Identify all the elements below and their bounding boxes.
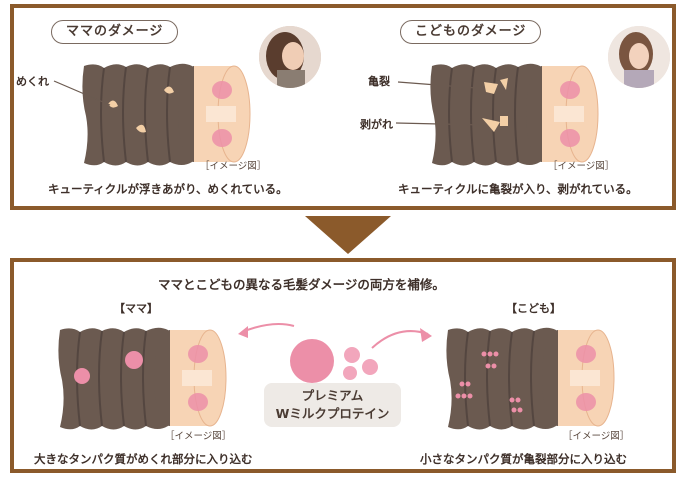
child-photo (608, 26, 670, 88)
mama-repair-image-note: ［イメージ図］ (165, 431, 232, 442)
hair-shaft (430, 63, 540, 166)
mama-photo (259, 26, 321, 88)
child-damage-caption: キューティクルに亀裂が入り、剥がれている。 (398, 182, 638, 196)
crack (484, 82, 498, 94)
mama-repair-diagram (58, 327, 227, 430)
mama-portrait-icon (259, 26, 321, 88)
hair-shaft (446, 327, 556, 430)
child-damage-title: こどものダメージ (400, 20, 542, 44)
protein-line1: プレミアム (301, 388, 364, 403)
large-protein-dot (74, 368, 90, 384)
crack-callout: 亀裂 (368, 75, 390, 88)
peel-callout: 剥がれ (360, 118, 393, 131)
down-arrow-icon (305, 216, 391, 254)
small-protein-dots (455, 351, 523, 413)
child-portrait-icon (608, 26, 670, 88)
repair-headline: ママとこどもの異なる毛髪ダメージの両方を補修。 (158, 277, 445, 292)
crack (500, 78, 508, 90)
callout-line (397, 81, 477, 89)
protein-spheres-icon (290, 339, 378, 383)
child-hair-diagram (430, 63, 599, 166)
child-repair-image-note: ［イメージ図］ (563, 431, 630, 442)
callout-line (53, 80, 111, 106)
mama-label: 【ママ】 (114, 302, 158, 315)
mama-damage-title: ママのダメージ (51, 20, 179, 44)
mekure-callout: めくれ (16, 75, 49, 88)
large-protein-dot (125, 351, 143, 369)
mama-damage-caption: キューティクルが浮きあがり、めくれている。 (48, 182, 288, 196)
lifted-cuticle (136, 124, 146, 133)
hair-shaft (82, 63, 192, 166)
mama-hair-diagram (82, 63, 251, 166)
child-image-note: ［イメージ図］ (548, 161, 615, 172)
child-label: 【こども】 (506, 302, 561, 315)
mama-image-note: ［イメージ図］ (200, 161, 267, 172)
child-repair-diagram (446, 327, 615, 430)
left-arrow-icon (241, 323, 295, 333)
mama-repair-caption: 大きなタンパク質がめくれ部分に入り込む (34, 452, 253, 466)
flow-arrows (238, 323, 432, 349)
peel (500, 116, 508, 126)
child-repair-caption: 小さなタンパク質が亀裂部分に入り込む (420, 452, 627, 466)
lifted-cuticle (164, 86, 174, 94)
callout-line (395, 122, 485, 126)
lifted-cuticle (108, 100, 118, 108)
protein-line2: Wミルクプロテイン (275, 406, 390, 421)
peel (482, 118, 500, 132)
protein-label-box: プレミアム Wミルクプロテイン (264, 383, 401, 427)
hair-shaft (58, 327, 168, 430)
